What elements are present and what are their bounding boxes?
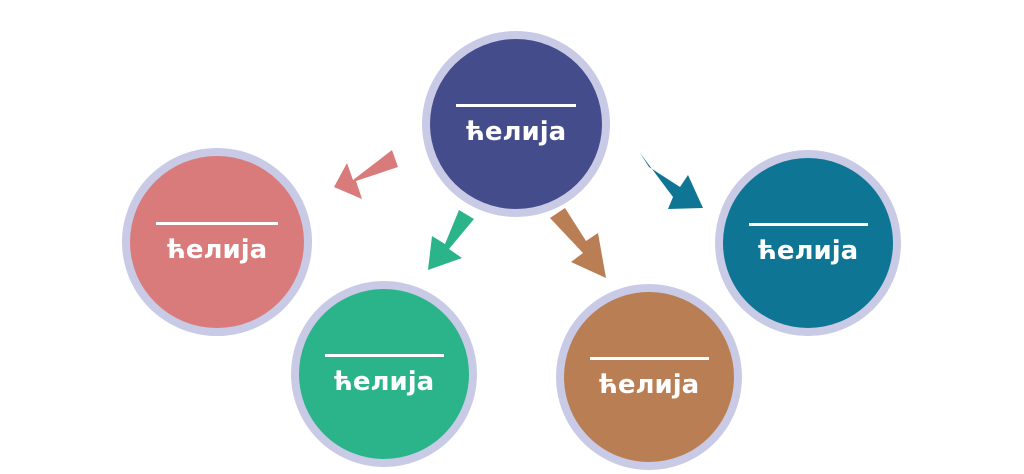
cell-label: ћелија — [333, 366, 435, 397]
blank-line — [156, 221, 278, 225]
cell-label: ћелија — [465, 116, 567, 147]
cell-right: ћелија — [715, 150, 901, 336]
arrow-to-brown — [550, 208, 606, 278]
cell-brown: ћелија — [556, 284, 742, 470]
cell-center: ћелија — [422, 31, 610, 217]
cell-label: ћелија — [598, 369, 700, 400]
cell-label: ћелија — [757, 235, 859, 266]
cell-left: ћелија — [122, 148, 312, 336]
cell-green: ћелија — [291, 281, 477, 467]
blank-line — [324, 353, 444, 357]
arrow-to-right — [640, 153, 703, 209]
arrow-to-green — [428, 210, 474, 270]
blank-line — [455, 103, 577, 107]
arrow-to-left — [334, 150, 398, 199]
blank-line — [589, 356, 709, 360]
cell-label: ћелија — [166, 234, 268, 265]
blank-line — [748, 222, 868, 226]
